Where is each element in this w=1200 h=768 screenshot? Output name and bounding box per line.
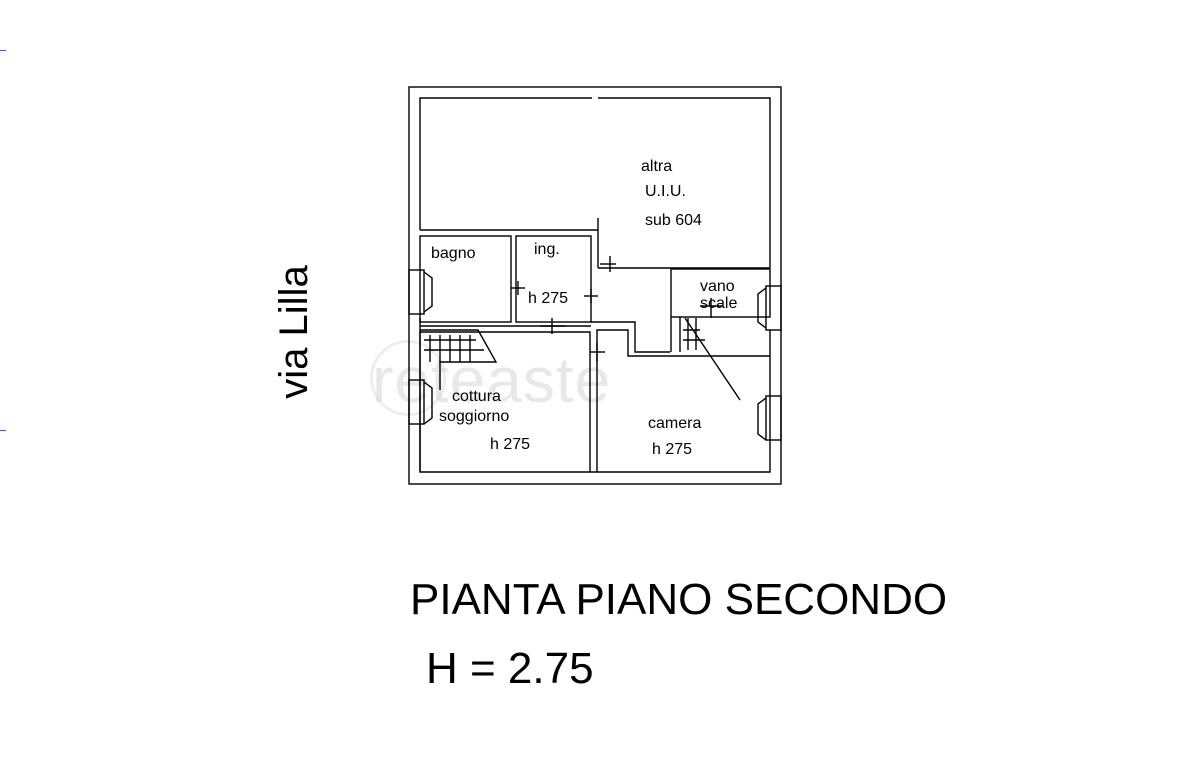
window <box>765 395 782 441</box>
kitchen-label-line2: soggiorno <box>439 408 510 425</box>
other-unit-label-line2: U.I.U. <box>645 183 686 200</box>
window <box>408 269 425 315</box>
street-label: via Lilla <box>272 265 316 399</box>
bedroom-walls <box>596 329 770 472</box>
edge-marker <box>0 430 6 431</box>
window <box>408 379 425 425</box>
internal-stair <box>420 329 498 390</box>
stairwell-label-line1: vano <box>700 278 735 295</box>
other-unit-label-line3: sub 604 <box>645 212 702 229</box>
watermark-logo <box>370 340 446 416</box>
plan-height: H = 2.75 <box>426 644 594 693</box>
corridor-wall <box>591 321 670 353</box>
bathroom-walls <box>419 235 512 323</box>
other-unit-label-line1: altra <box>641 158 673 175</box>
entrance-walls <box>515 235 592 323</box>
window <box>765 285 782 331</box>
bathroom-label: bagno <box>431 245 476 262</box>
kitchen-walls <box>419 331 591 472</box>
inner-wall <box>598 97 771 268</box>
entrance-height: h 275 <box>528 290 569 307</box>
stair-run <box>684 317 741 401</box>
plan-title: PIANTA PIANO SECONDO <box>410 575 948 624</box>
kitchen-label-line1: cottura <box>452 388 501 405</box>
stairwell-label-line2: scale <box>700 295 738 312</box>
bedroom-label: camera <box>648 415 702 432</box>
entrance-label: ing. <box>534 241 560 258</box>
edge-marker <box>0 50 6 51</box>
bedroom-height: h 275 <box>652 441 693 458</box>
stairwell-walls <box>670 268 771 318</box>
inner-wall <box>419 97 592 230</box>
kitchen-height: h 275 <box>490 436 531 453</box>
